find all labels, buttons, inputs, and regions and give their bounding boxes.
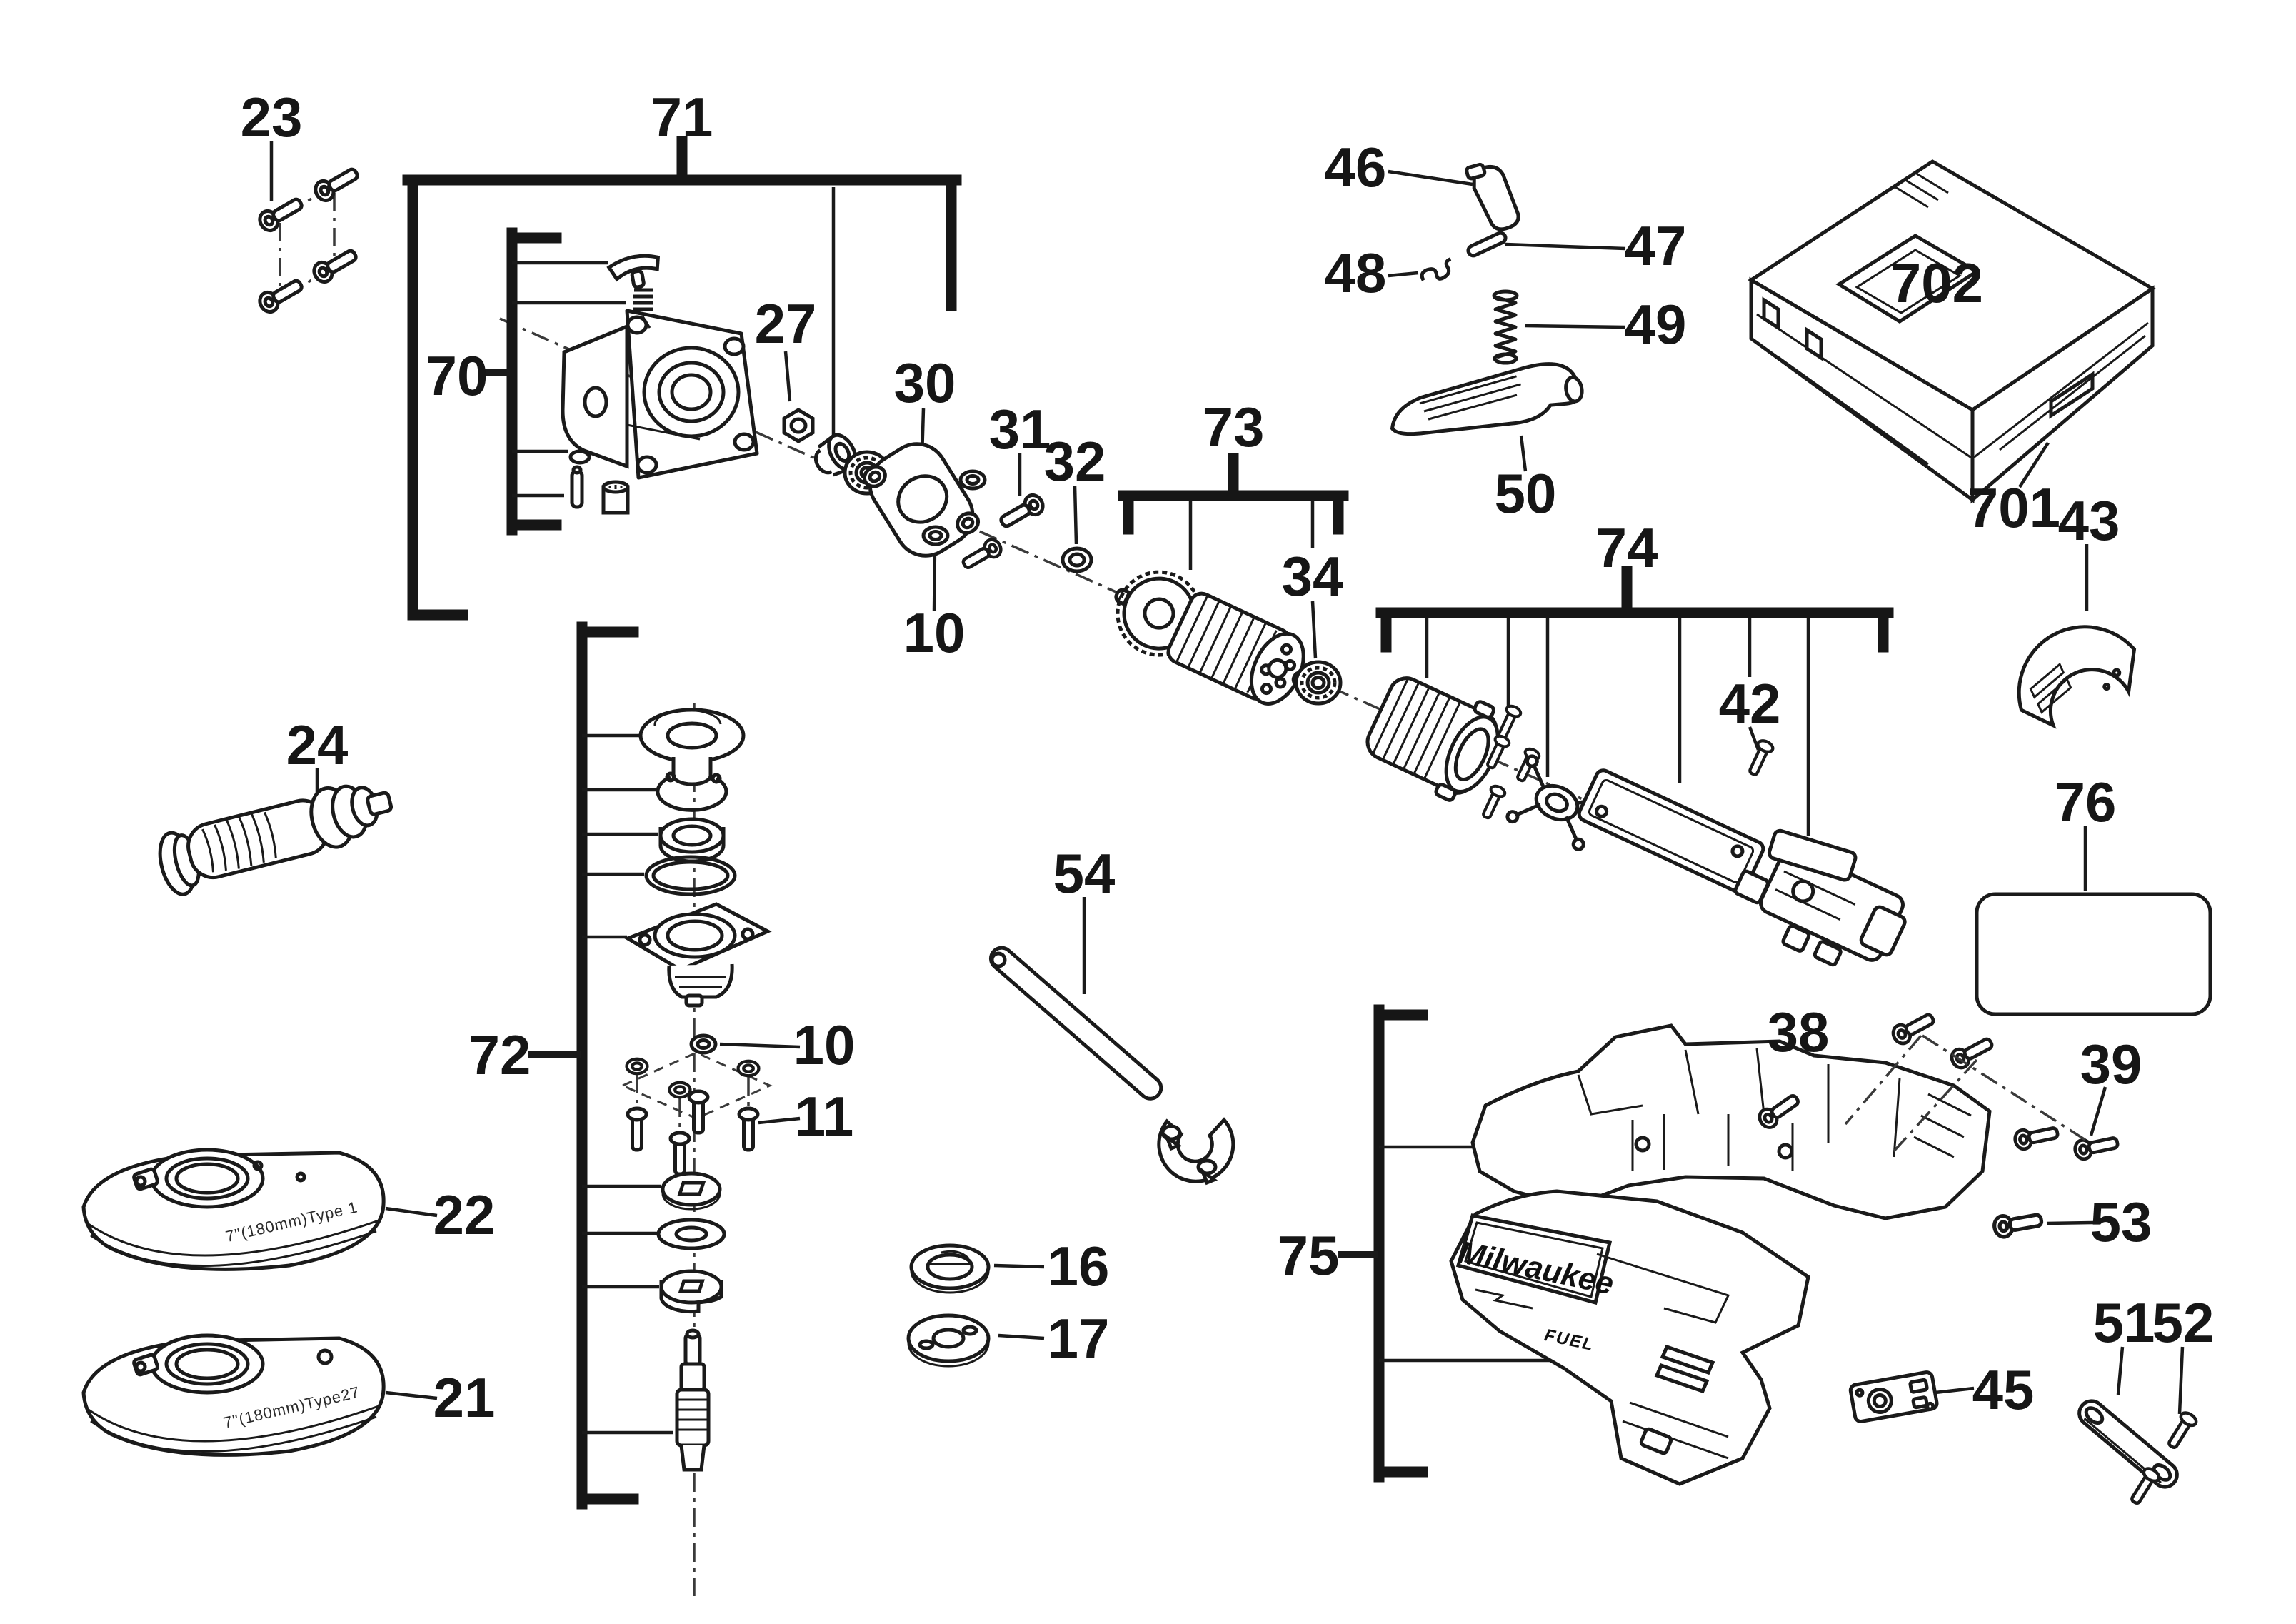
- screw-31-drawing: [997, 492, 1046, 532]
- spacer-bushing-drawing: [813, 433, 858, 477]
- ring-32-drawing: [1061, 546, 1093, 573]
- cam-washer-drawing: [659, 1269, 723, 1314]
- part-label-10-24: 10: [793, 1013, 856, 1076]
- roller-sleeve-drawing: [601, 480, 630, 515]
- part-label-27-3: 27: [755, 292, 817, 355]
- part-label-42-19: 42: [1719, 672, 1781, 735]
- bearing-34-drawing: [1296, 662, 1340, 703]
- flange-nut-16-drawing: [909, 1243, 991, 1294]
- part-label-701-16: 701: [1967, 476, 2060, 539]
- clip-screw-drawing: [2127, 1466, 2162, 1507]
- spring-49-drawing: [1492, 289, 1519, 365]
- nut-27-drawing: [782, 408, 815, 443]
- retaining-ring-drawing: [656, 771, 728, 812]
- housing-front-half-drawing: Milwaukee FUEL: [1449, 1189, 1810, 1486]
- part-label-53-33: 53: [2090, 1191, 2152, 1253]
- part-label-11-25: 11: [795, 1085, 853, 1148]
- part-label-17-28: 17: [1048, 1307, 1110, 1370]
- part-label-30-4: 30: [894, 351, 956, 414]
- pin-47-drawing: [1466, 231, 1508, 258]
- part-label-51-34: 51: [2093, 1291, 2155, 1354]
- bearing-plate-30-drawing: [862, 442, 981, 558]
- bracket-72: [528, 621, 673, 1510]
- part-label-38-30: 38: [1768, 1001, 1830, 1063]
- part-label-54-22: 54: [1053, 842, 1116, 905]
- spindle-housing-drawing: [623, 902, 772, 1008]
- spindle-bearing-drawing: [658, 817, 726, 863]
- washer-drawing: [961, 471, 985, 488]
- part-label-71-1: 71: [651, 86, 713, 149]
- stator-screw-drawing: [1479, 784, 1506, 821]
- led-board-45-drawing: [1848, 1370, 1939, 1423]
- part-label-43-17: 43: [2058, 489, 2120, 552]
- carrying-case-drawing: [1748, 159, 2156, 504]
- lock-ring-drawing: [568, 449, 591, 465]
- part-label-48-12: 48: [1325, 241, 1387, 304]
- part-label-16-27: 16: [1048, 1235, 1110, 1298]
- housing-rear-half-drawing: [1470, 1023, 1992, 1220]
- bracket-73: [1118, 453, 1349, 570]
- spindle-shaft-drawing: [675, 1328, 711, 1472]
- part-label-75-32: 75: [1278, 1224, 1340, 1287]
- part-label-50-14: 50: [1495, 462, 1557, 525]
- part-label-22-26: 22: [433, 1183, 496, 1246]
- part-label-31-5: 31: [989, 398, 1051, 461]
- part-label-21-29: 21: [433, 1366, 496, 1429]
- lock-button-46-drawing: [1465, 162, 1520, 231]
- screw-31b-drawing: [960, 537, 1004, 573]
- gear-case-drawing: [561, 309, 759, 480]
- drive-washer-drawing: [661, 1171, 722, 1211]
- part-label-76-20: 76: [2055, 771, 2117, 833]
- spring-48-drawing: [1420, 257, 1452, 281]
- switch-assembly-drawing: [1758, 828, 1907, 967]
- part-label-32-6: 32: [1044, 430, 1106, 493]
- controller-board-drawing: [1577, 768, 1770, 905]
- screw-set-23-drawing: [256, 164, 361, 315]
- part-label-72-23: 72: [469, 1023, 531, 1086]
- part-label-34-9: 34: [1282, 545, 1344, 608]
- belt-clip-drawing: [2077, 1399, 2179, 1489]
- output-flange-drawing: [638, 708, 746, 786]
- paddle-lever-50-drawing: [1390, 362, 1584, 436]
- part-label-73-8: 73: [1203, 396, 1265, 458]
- stator-drawing: [1365, 676, 1500, 802]
- spindle-lock-lever-drawing: [606, 254, 661, 289]
- backing-flange-17-drawing: [906, 1313, 991, 1368]
- bracket-71: [402, 136, 962, 621]
- guard-type27-drawing: 7"(180mm)Type27: [81, 1333, 386, 1457]
- part-label-49-13: 49: [1625, 293, 1687, 356]
- flat-washer-drawing: [656, 1218, 726, 1250]
- part-label-702-15: 702: [1890, 251, 1983, 314]
- nameplate-76-drawing: [1975, 892, 2212, 1016]
- part-label-45-36: 45: [1972, 1358, 2035, 1421]
- clip-screw-drawing: [2165, 1410, 2199, 1451]
- side-handle-drawing: [158, 784, 393, 896]
- part-label-24-21: 24: [286, 713, 349, 776]
- part-label-70-2: 70: [426, 344, 488, 407]
- part-label-47-11: 47: [1625, 214, 1687, 277]
- guard-type1-drawing: 7"(180mm)Type 1: [81, 1148, 386, 1271]
- bracket-74: [1375, 566, 1894, 836]
- o-ring-drawing: [644, 855, 737, 896]
- screw-set-11-drawing: [620, 1051, 773, 1174]
- lock-pin-drawing: [570, 465, 584, 509]
- washer-10-drawing: [923, 527, 948, 544]
- part-label-46-10: 46: [1325, 136, 1387, 199]
- washer-10b-drawing: [691, 1036, 716, 1053]
- housing-screws-drawing: [1756, 1010, 2119, 1238]
- part-label-74-18: 74: [1596, 516, 1658, 579]
- lock-spring-drawing: [633, 288, 653, 318]
- bracket-70: [483, 227, 626, 536]
- part-label-39-31: 39: [2080, 1033, 2142, 1096]
- spanner-wrench-drawing: [988, 946, 1235, 1186]
- cover-43-drawing: [2017, 625, 2137, 729]
- part-label-10-7: 10: [903, 601, 966, 664]
- screw-42-drawing: [1745, 738, 1775, 777]
- part-label-52-35: 52: [2152, 1291, 2215, 1354]
- part-label-23-0: 23: [241, 86, 303, 149]
